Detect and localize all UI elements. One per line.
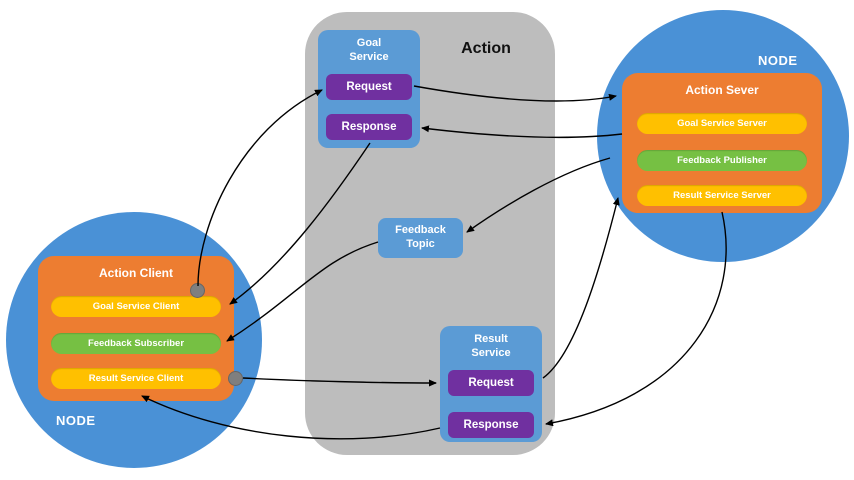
result-connector-dot bbox=[228, 371, 243, 386]
result-response-button: Response bbox=[448, 412, 534, 438]
result-request-button: Request bbox=[448, 370, 534, 396]
result-service-box: Result Service Request Response bbox=[440, 326, 542, 442]
action-client-box: Action Client Goal Service Client Feedba… bbox=[38, 256, 234, 401]
goal-connector-dot bbox=[190, 283, 205, 298]
client-node-label: NODE bbox=[56, 413, 96, 428]
goal-response-button: Response bbox=[326, 114, 412, 140]
feedback-publisher-pill: Feedback Publisher bbox=[637, 150, 807, 171]
feedback-topic-box: Feedback Topic bbox=[378, 218, 463, 258]
action-server-title: Action Sever bbox=[685, 83, 759, 97]
feedback-subscriber-pill: Feedback Subscriber bbox=[51, 333, 221, 354]
goal-service-title: Goal Service bbox=[349, 37, 389, 63]
server-node-label: NODE bbox=[758, 53, 798, 68]
result-service-server-pill: Result Service Server bbox=[637, 185, 807, 206]
goal-service-server-pill: Goal Service Server bbox=[637, 113, 807, 134]
feedback-topic-title: Feedback Topic bbox=[395, 224, 446, 250]
result-service-title: Result Service bbox=[471, 333, 511, 359]
action-client-title: Action Client bbox=[99, 266, 173, 280]
goal-service-box: Goal Service Request Response bbox=[318, 30, 420, 148]
goal-service-client-pill: Goal Service Client bbox=[51, 296, 221, 317]
action-server-box: Action Sever Goal Service Server Feedbac… bbox=[622, 73, 822, 213]
result-service-client-pill: Result Service Client bbox=[51, 368, 221, 389]
action-area-title: Action bbox=[461, 40, 511, 57]
goal-request-button: Request bbox=[326, 74, 412, 100]
